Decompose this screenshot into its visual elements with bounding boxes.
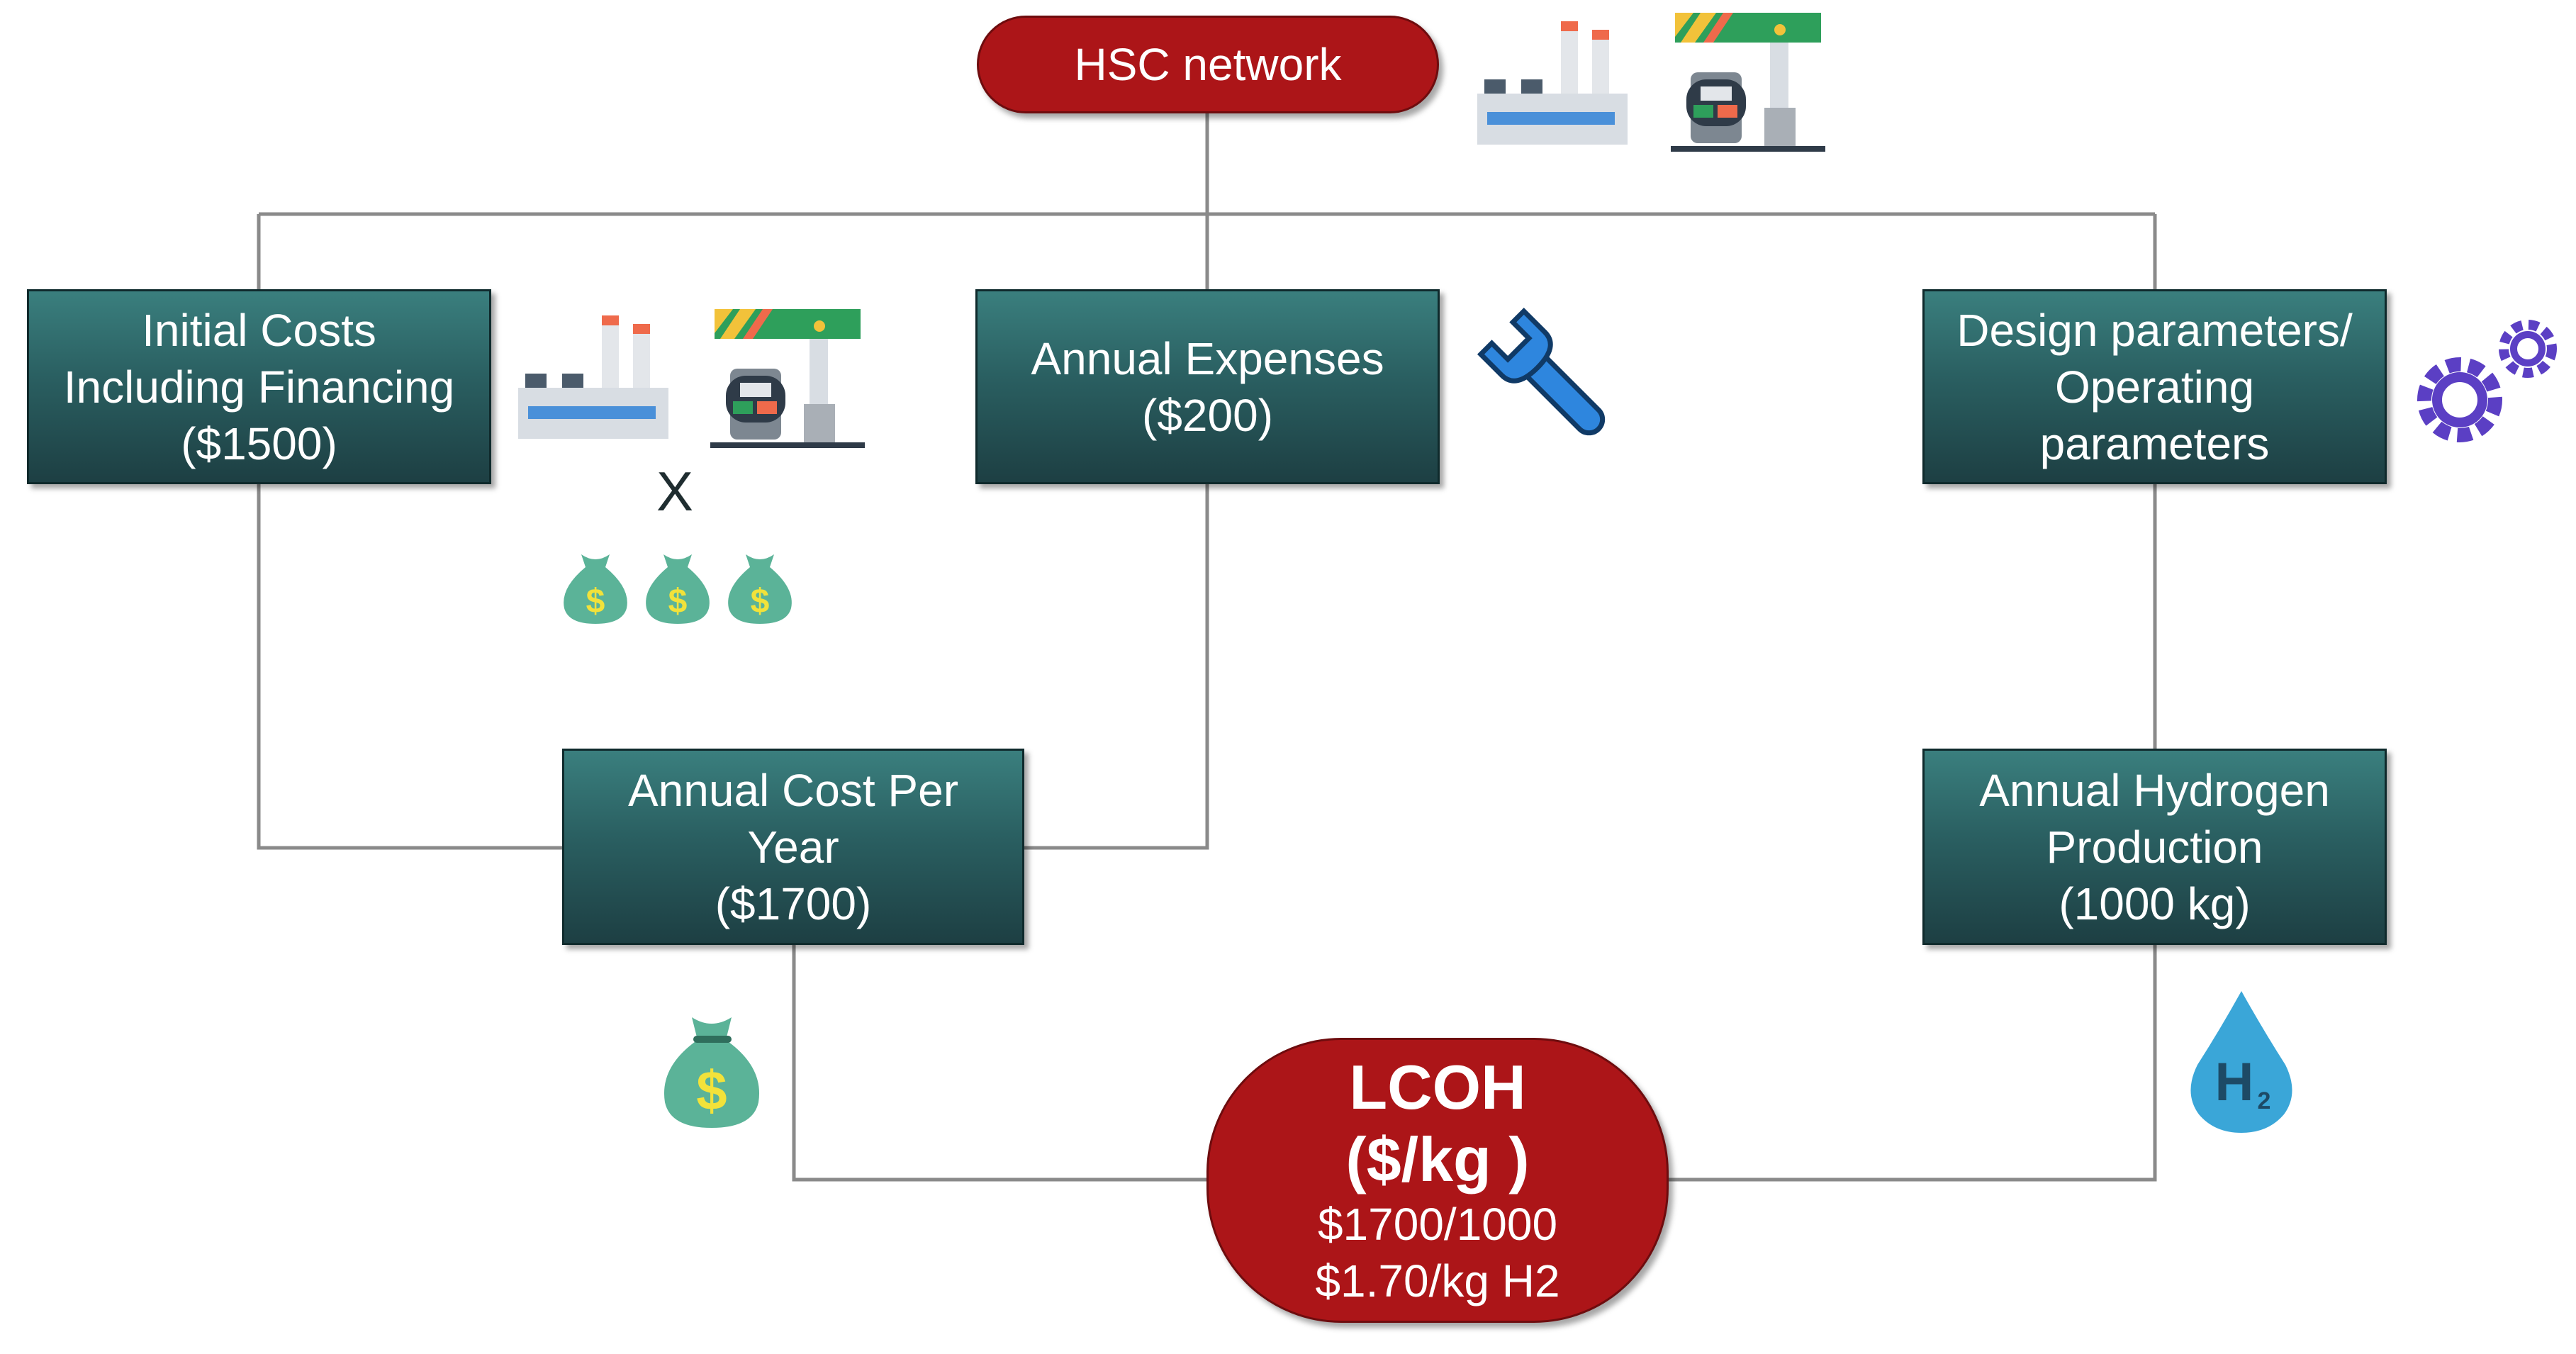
lcoh-result: $1.70/kg H2 bbox=[1315, 1255, 1560, 1307]
box-line: Initial Costs bbox=[142, 304, 376, 356]
lcoh-unit: ($/kg ) bbox=[1345, 1124, 1530, 1194]
money-bag-group: $ $ $ bbox=[561, 533, 817, 629]
annual-expenses-box: Annual Expenses ($200) bbox=[975, 289, 1440, 484]
connector-line bbox=[1023, 483, 1209, 850]
hsc-network-label: HSC network bbox=[1074, 39, 1342, 90]
multiply-symbol: X bbox=[656, 460, 694, 522]
svg-text:H: H bbox=[2215, 1052, 2254, 1112]
design-parameters-box: Design parameters/ Operating parameters bbox=[1922, 289, 2387, 484]
hydrogen-production-box: Annual Hydrogen Production (1000 kg) bbox=[1922, 749, 2387, 945]
lcoh-calculation: $1700/1000 bbox=[1317, 1199, 1558, 1250]
svg-text:2: 2 bbox=[2258, 1087, 2271, 1114]
box-line: parameters bbox=[2039, 418, 2270, 469]
hsc-network-node: HSC network bbox=[977, 16, 1439, 113]
factory-icon bbox=[518, 315, 668, 439]
wrench-icon bbox=[1477, 307, 1606, 436]
gears-icon bbox=[2417, 320, 2557, 442]
svg-text:$: $ bbox=[586, 583, 605, 620]
connector-line bbox=[257, 483, 564, 850]
box-line: Annual Cost Per bbox=[627, 764, 959, 816]
box-line: Design parameters/ bbox=[1956, 304, 2353, 356]
factory-icon bbox=[1477, 21, 1628, 145]
box-line: ($1700) bbox=[715, 878, 872, 929]
money-bag-icon: $ $ $ bbox=[564, 554, 792, 624]
annual-cost-box: Annual Cost Per Year ($1700) bbox=[562, 749, 1024, 945]
svg-text:$: $ bbox=[751, 583, 770, 620]
box-line: (1000 kg) bbox=[2059, 878, 2251, 929]
box-line: Year bbox=[747, 821, 839, 873]
box-line: Including Financing bbox=[63, 361, 455, 413]
initial-costs-box: Initial Costs Including Financing ($1500… bbox=[27, 289, 491, 484]
connector-line bbox=[792, 944, 1206, 1182]
lcoh-node: LCOH ($/kg ) $1700/1000 $1.70/kg H2 bbox=[1206, 1038, 1669, 1323]
box-line: Operating bbox=[2054, 361, 2255, 413]
box-line: Annual Expenses bbox=[1031, 332, 1384, 384]
box-line: Production bbox=[2046, 821, 2263, 873]
svg-text:$: $ bbox=[696, 1059, 727, 1121]
fuel-station-icon bbox=[1671, 13, 1825, 152]
box-line: ($1500) bbox=[181, 418, 337, 469]
hydrogen-drop-icon: H 2 bbox=[2190, 991, 2292, 1133]
fuel-station-icon bbox=[710, 309, 865, 448]
connector-line bbox=[1669, 944, 2157, 1182]
money-bag-icon: $ bbox=[663, 1017, 760, 1128]
box-line: ($200) bbox=[1142, 389, 1273, 441]
lcoh-title: LCOH bbox=[1349, 1052, 1526, 1122]
box-line: Annual Hydrogen bbox=[1979, 764, 2330, 816]
svg-text:$: $ bbox=[668, 583, 688, 620]
